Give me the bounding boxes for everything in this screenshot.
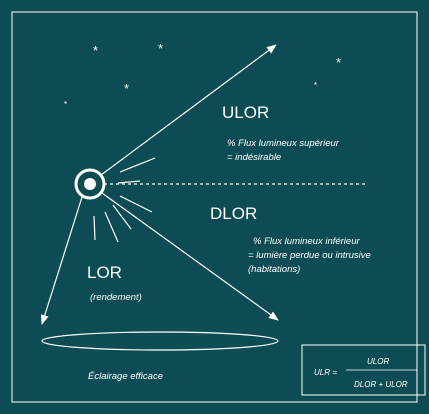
formula-numerator: ULOR — [367, 357, 389, 366]
ulor-label: ULOR — [222, 103, 269, 122]
ulr-formula-box: ULR = ULOR DLOR + ULOR — [301, 344, 426, 396]
star-icon: * — [336, 55, 341, 70]
star-icon: * — [64, 100, 67, 109]
dlor-description-line1: % Flux lumineux inférieur — [253, 236, 360, 247]
lamp-icon — [74, 168, 106, 200]
formula-lhs: ULR = — [314, 368, 337, 377]
dlor-arrow — [101, 192, 279, 321]
dlor-description-line3: (habitations) — [248, 264, 300, 275]
diagram-frame — [11, 11, 418, 403]
star-icon: * — [314, 81, 317, 90]
ulor-description-line2: = indésirable — [227, 152, 281, 163]
lor-label: LOR — [87, 263, 122, 282]
stars: * * * * * * — [64, 41, 341, 109]
ulor-description-line1: % Flux lumineux supérieur — [227, 138, 340, 149]
star-icon: * — [158, 41, 163, 56]
star-icon: * — [93, 43, 98, 58]
lor-arrow — [40, 196, 83, 325]
lor-description: (rendement) — [90, 292, 142, 303]
dlor-label: DLOR — [210, 204, 257, 223]
efficient-lighting-label: Éclairage efficace — [88, 371, 163, 382]
light-rays — [93, 157, 156, 243]
ulor-arrow — [100, 44, 277, 176]
formula-denominator: DLOR + ULOR — [354, 380, 408, 389]
dlor-description-line2: = lumière perdue ou intrusive — [248, 250, 371, 261]
lit-area-ellipse — [41, 331, 279, 351]
star-icon: * — [124, 81, 129, 96]
